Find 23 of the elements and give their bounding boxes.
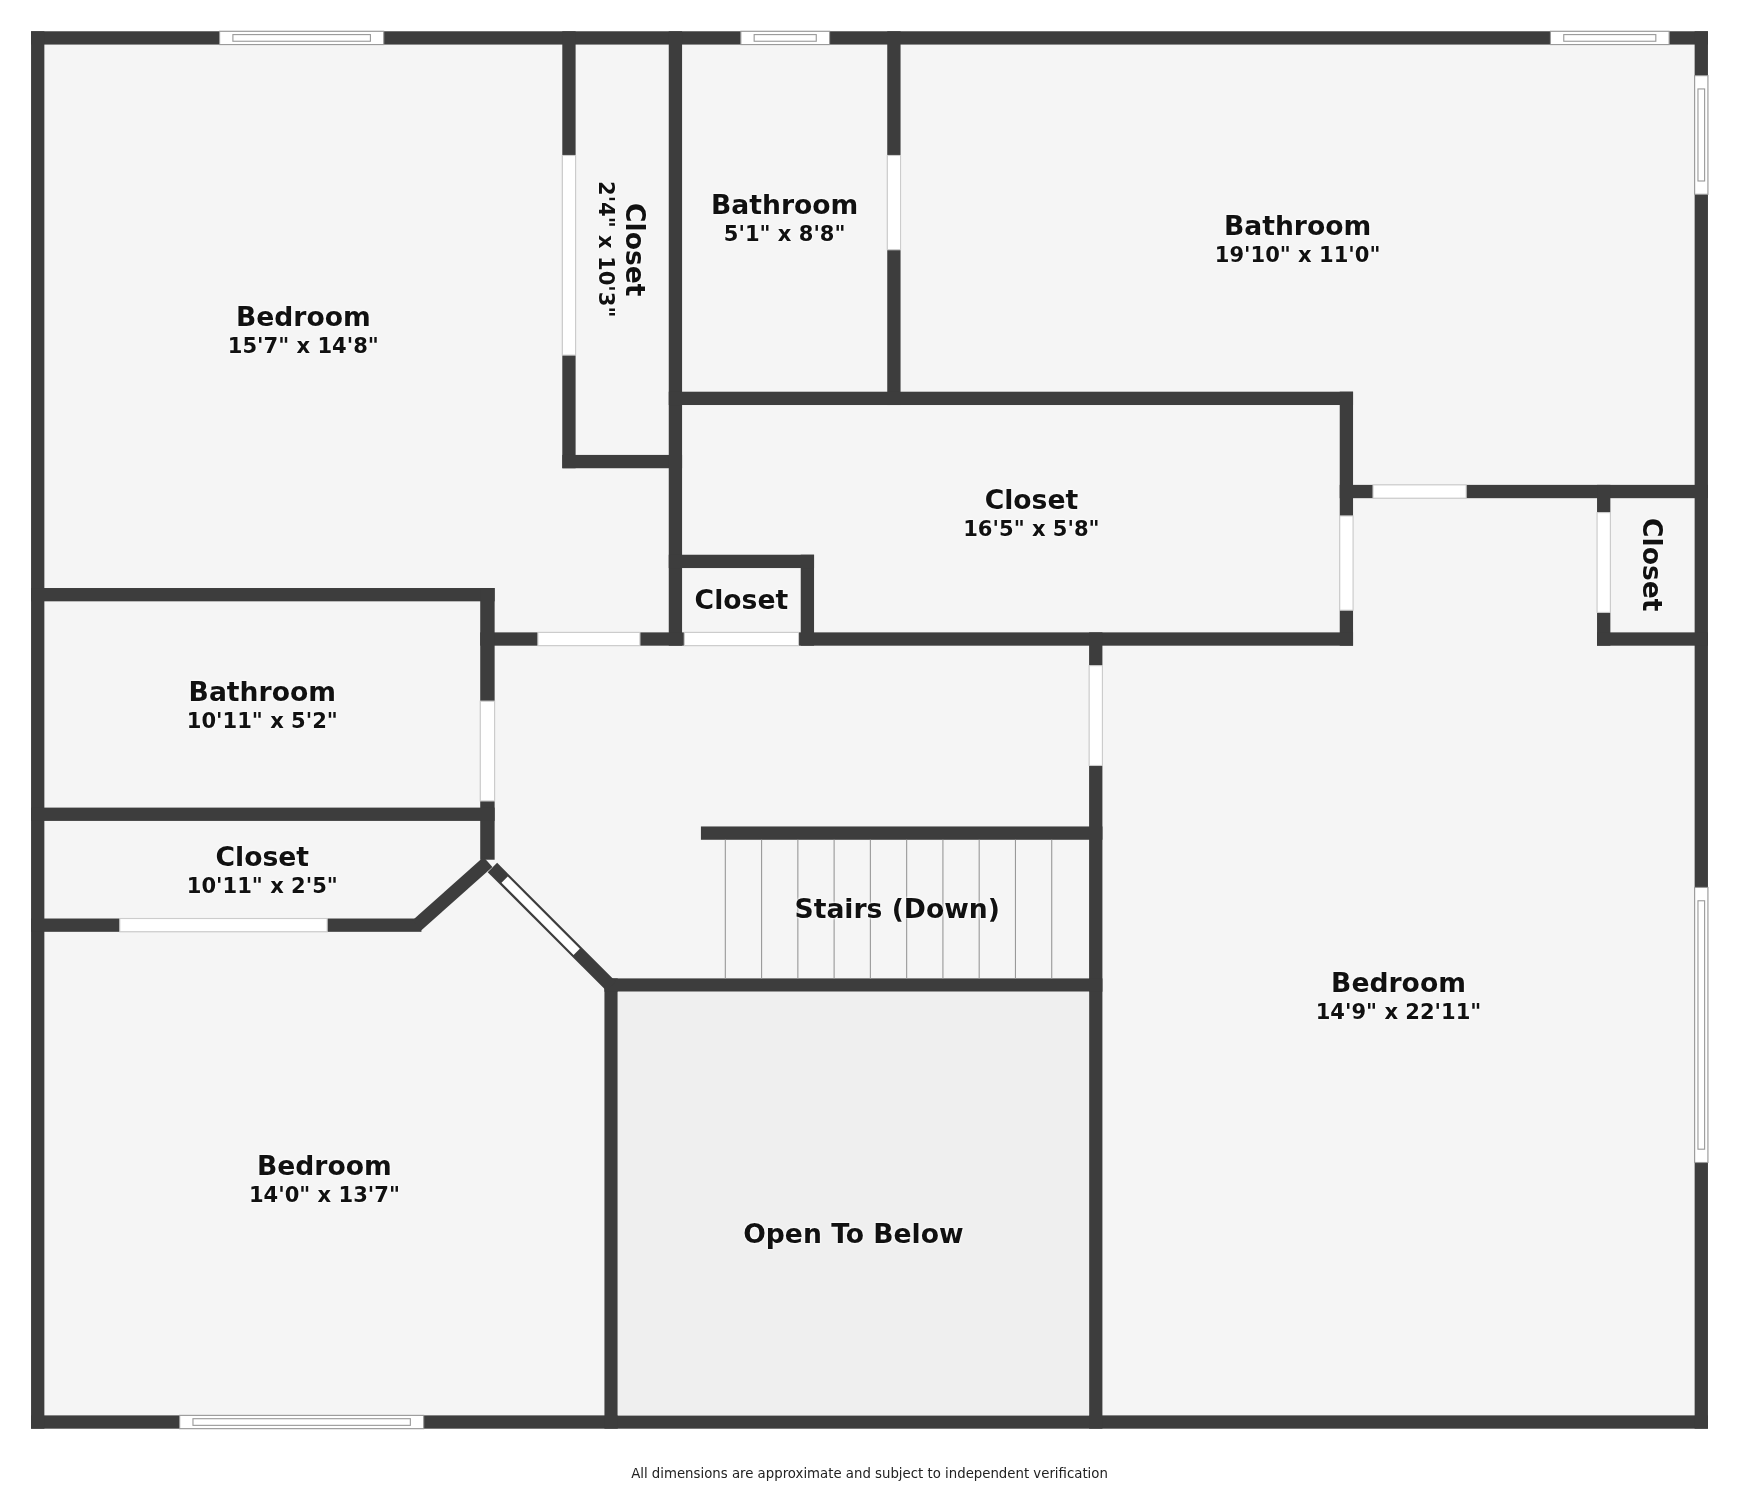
room-name: Closet: [215, 840, 310, 873]
room-name: Closet: [1636, 518, 1669, 612]
room-name: Closet: [984, 484, 1079, 517]
room-name: Bedroom: [235, 300, 371, 333]
room-name: Open To Below: [743, 1218, 964, 1251]
room-dimensions: 2'4" x 10'3": [593, 181, 619, 318]
room-name: Closet: [618, 202, 651, 297]
room-dimensions: 15'7" x 14'8": [227, 332, 379, 358]
room-name: Stairs (Down): [794, 892, 1000, 925]
room-name: Bathroom: [188, 675, 336, 708]
room-dimensions: 16'5" x 5'8": [963, 516, 1100, 542]
room-dimensions: 10'11" x 2'5": [186, 872, 338, 899]
room-dimensions: 14'0" x 13'7": [248, 1182, 400, 1208]
room-name: Bathroom: [711, 189, 859, 222]
room-name: Closet: [694, 584, 789, 616]
room-name: Bathroom: [1223, 209, 1372, 242]
room-name: Bedroom: [1331, 967, 1466, 1000]
room-dimensions: 14'9" x 22'11": [1315, 999, 1482, 1025]
disclaimer-note: All dimensions are approximate and subject to independent verification: [631, 1466, 1108, 1482]
room-dimensions: 10'11" x 5'2": [186, 707, 338, 733]
room-dimensions: 5'1" x 8'8": [723, 221, 846, 247]
room-dimensions: 19'10" x 11'0": [1214, 241, 1381, 268]
room-name: Bedroom: [257, 1150, 392, 1183]
